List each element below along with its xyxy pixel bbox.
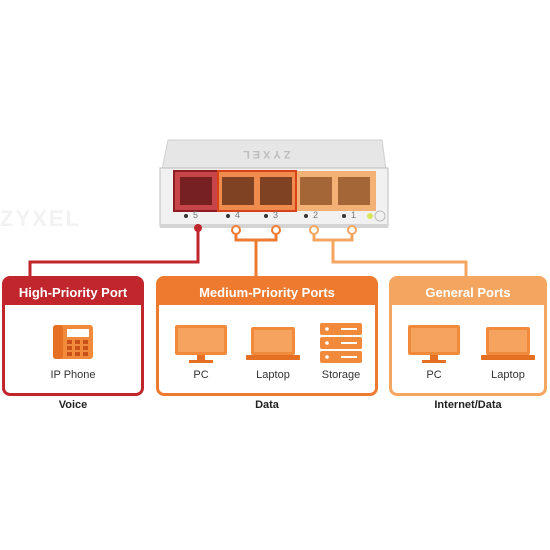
- rj45-port-1: [338, 177, 370, 205]
- ip-phone-icon: [53, 325, 93, 359]
- high-priority-group: High-Priority Port IP Phone: [2, 276, 144, 396]
- link-medium-a: [234, 228, 278, 242]
- rj45-port-2: [300, 177, 332, 205]
- monitor-icon: [175, 325, 227, 363]
- device-label: PC: [426, 369, 442, 381]
- rj45-port-4: [222, 177, 254, 205]
- port-number-1: 1: [351, 210, 357, 220]
- rj45-port-5: [180, 177, 212, 205]
- port-outline-4-3: [217, 170, 297, 212]
- storage-icon: [320, 323, 362, 363]
- medium-priority-title: Medium-Priority Ports: [159, 279, 375, 305]
- device-label: PC: [193, 369, 209, 381]
- high-priority-title: High-Priority Port: [5, 279, 141, 305]
- background-watermark: ZYXEL: [0, 206, 81, 231]
- switch-brand-label: ZYXEL: [240, 148, 291, 160]
- link-general-a: [312, 228, 354, 242]
- port-number-5: 5: [193, 210, 199, 220]
- laptop-icon: [481, 327, 535, 360]
- port-number-4: 4: [235, 210, 241, 220]
- group-caption-data: Data: [255, 399, 279, 411]
- port-number-3: 3: [273, 210, 279, 220]
- power-led: [367, 213, 373, 219]
- port-number-2: 2: [313, 210, 319, 220]
- general-ports-group: General Ports PC Laptop: [389, 276, 547, 396]
- device-label: IP Phone: [50, 369, 96, 381]
- device-label: Storage: [321, 369, 361, 381]
- group-caption-voice: Voice: [58, 399, 88, 411]
- device-label: Laptop: [491, 369, 525, 381]
- device-label: Laptop: [256, 369, 290, 381]
- group-caption-internet-data: Internet/Data: [434, 399, 502, 411]
- link-high: [28, 226, 200, 277]
- link-general-b: [331, 240, 468, 277]
- medium-priority-group: Medium-Priority Ports PC Laptop: [156, 276, 378, 396]
- rj45-port-3: [260, 177, 292, 205]
- general-ports-title: General Ports: [392, 279, 544, 305]
- laptop-icon: [246, 327, 300, 360]
- monitor-icon: [408, 325, 460, 363]
